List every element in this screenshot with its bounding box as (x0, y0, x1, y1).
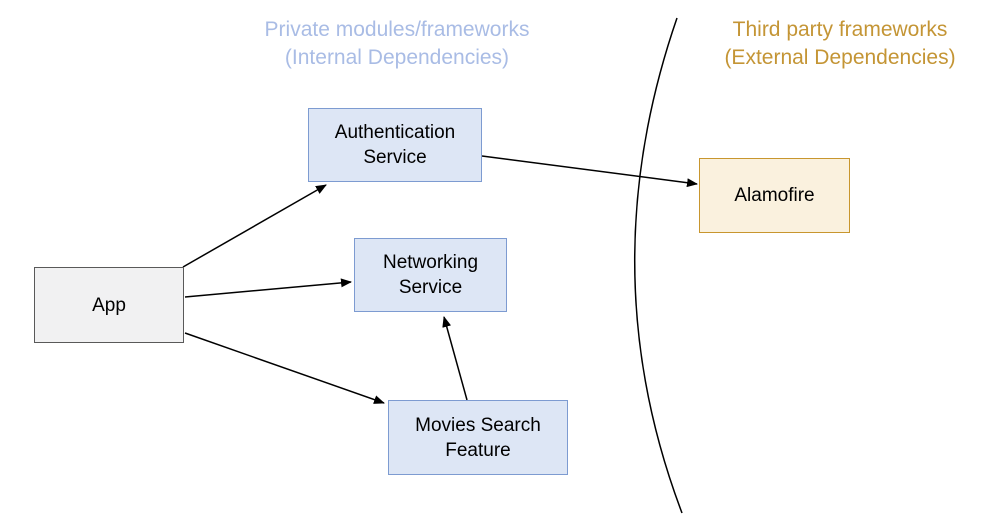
node-app: App (34, 267, 184, 343)
edge-movies-search-feature-to-networking-service (442, 316, 468, 401)
node-alamofire: Alamofire (699, 158, 850, 233)
edge-app-to-networking-service (184, 278, 352, 298)
edge-app-to-movies-search-feature (184, 332, 385, 404)
edge-authentication-service-to-alamofire (481, 155, 698, 188)
external-dependencies-heading: Third party frameworks (External Depende… (724, 18, 956, 69)
node-movies-search-feature: Movies Search Feature (388, 400, 568, 475)
edge-app-to-authentication-service (182, 184, 327, 268)
node-networking-service: Networking Service (354, 238, 507, 312)
internal-dependencies-heading: Private modules/frameworks (Internal Dep… (264, 18, 530, 69)
node-authentication-service: Authentication Service (308, 108, 482, 182)
divider-arc (633, 17, 683, 514)
